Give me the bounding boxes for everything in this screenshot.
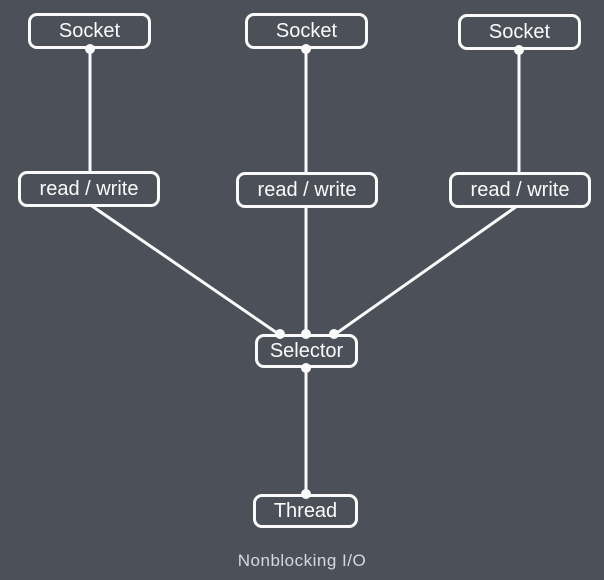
node-read-write-1-label: read / write <box>39 178 139 200</box>
node-socket-1-label: Socket <box>58 20 121 42</box>
node-thread-label: Thread <box>273 500 338 522</box>
node-socket-2-label: Socket <box>275 20 338 42</box>
node-selector: Selector <box>255 334 358 368</box>
connector-readwrite1-selector <box>87 202 282 337</box>
node-read-write-3: read / write <box>449 172 591 208</box>
node-read-write-3-label: read / write <box>470 179 570 201</box>
node-socket-1: Socket <box>28 13 151 49</box>
node-thread: Thread <box>253 494 358 528</box>
node-read-write-1: read / write <box>18 171 160 207</box>
connector-readwrite3-selector <box>332 202 522 337</box>
node-socket-3-label: Socket <box>488 21 551 43</box>
node-read-write-2: read / write <box>236 172 378 208</box>
diagram-caption: Nonblocking I/O <box>237 551 367 570</box>
node-socket-2: Socket <box>245 13 368 49</box>
node-socket-3: Socket <box>458 14 581 50</box>
node-read-write-2-label: read / write <box>257 179 357 201</box>
node-selector-label: Selector <box>269 340 344 362</box>
